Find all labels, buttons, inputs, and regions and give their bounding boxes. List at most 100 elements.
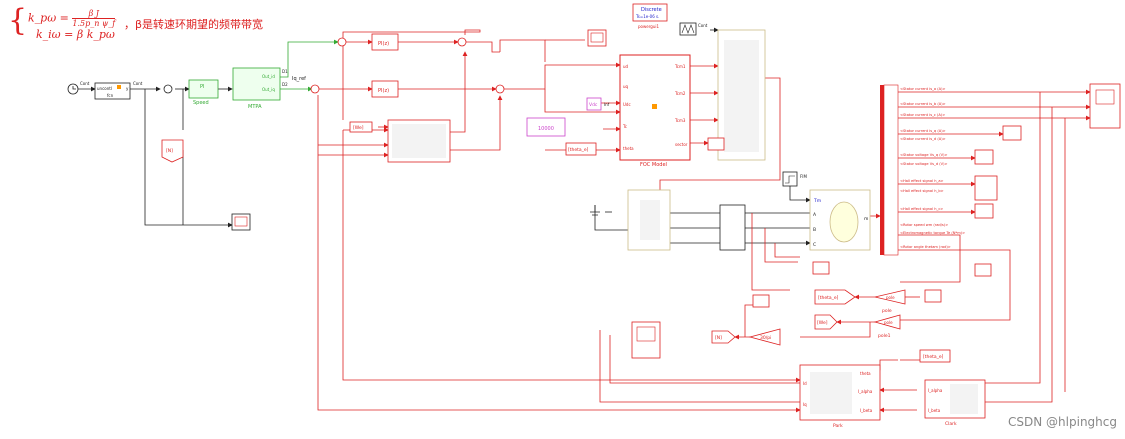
park-block[interactable]: theta I_alpha I_beta Id Iq Park	[799, 364, 881, 429]
park-port-ialpha: I_alpha	[858, 389, 873, 394]
eq1-numerator: β J	[72, 9, 116, 19]
cont-label-2: Cont	[698, 23, 708, 28]
foc-port-tc: Tc	[622, 124, 627, 129]
motor-port-c: C	[813, 242, 816, 248]
tm-step-block[interactable]: FIM	[782, 171, 807, 187]
bus-label-5: <Stator voltage Vs_q (V)>	[900, 153, 948, 157]
mtpa-d1-label: D1	[282, 69, 288, 74]
motor-port-b: B	[813, 227, 816, 233]
inverter-block[interactable]	[627, 189, 671, 251]
speed-pi-content: PI	[200, 84, 205, 90]
source-block[interactable]: Cont	[67, 81, 90, 95]
speed-caption: Speed	[193, 100, 209, 106]
eq1-fraction: β J 1.5p_n ψ_f	[72, 9, 116, 28]
scope-1[interactable]	[587, 29, 607, 47]
foc-port-sector: sector	[675, 142, 688, 147]
comparator-block[interactable]	[717, 29, 766, 161]
foc-port-udc: Udc	[623, 102, 631, 107]
scope-park[interactable]	[631, 321, 661, 359]
scope-speed[interactable]	[231, 213, 251, 231]
speed-pi-block[interactable]: PI Speed	[188, 79, 219, 106]
powergui-line2: Ts=1e-06 s.	[635, 14, 659, 19]
pole-gain-caption: pole	[882, 308, 892, 314]
decoupling-block[interactable]	[387, 119, 451, 163]
pi-q-block[interactable]: PI(z)	[371, 80, 399, 98]
sum-d2[interactable]	[457, 37, 467, 47]
rpm-gain-block[interactable]: 30/pi	[748, 328, 781, 346]
bus-selector[interactable]	[880, 84, 899, 256]
park-port-ibeta: I_beta	[860, 408, 873, 413]
clark-block[interactable]: I_alpha I_beta Clark	[924, 379, 986, 427]
inf-label: Inf	[604, 102, 610, 107]
fcn-block[interactable]: uncontl fcn y	[94, 82, 131, 100]
mtpa-block[interactable]: Out_id Out_iq MTPA	[232, 67, 281, 110]
const-10000-content: 10000	[538, 126, 554, 132]
bus-label-4: <Stator current is_d (A)>	[900, 137, 946, 141]
goto-we-block[interactable]: [We]	[349, 121, 373, 133]
from-n-block[interactable]: [N]	[711, 330, 736, 344]
pole1-gain-content: pole	[884, 320, 893, 325]
formula: { k_pω = β J 1.5p_n ψ_f k_iω = β k_pω ，β…	[4, 4, 334, 42]
powergui-block[interactable]: Discrete Ts=1e-06 s. powergui1	[632, 3, 668, 29]
scope-torque[interactable]	[974, 263, 992, 277]
pole-gain-block[interactable]: pole pole	[874, 289, 906, 314]
const-10000-block[interactable]: 10000	[526, 117, 566, 137]
scope-vs[interactable]	[974, 149, 994, 165]
scope-inverter[interactable]	[812, 261, 830, 275]
bus-label-3: <Stator current is_q (A)>	[900, 129, 946, 133]
vdc-content: Vdc	[589, 102, 598, 108]
bus-label-2: <Stator current is_c (A)>	[900, 113, 945, 117]
from-we-block[interactable]: [We]	[814, 314, 838, 330]
dc-source[interactable]	[590, 205, 600, 216]
scope-iq[interactable]	[1002, 125, 1022, 141]
park-port-id: Id	[803, 381, 807, 386]
scope-speed2[interactable]	[974, 203, 994, 219]
bus-labels: <Stator current is_a (A)> <Stator current…	[900, 87, 965, 249]
bus-label-12: <Rotor angle thetam (rad)>	[900, 245, 951, 249]
bus-label-7: <Hall effect signal h_a>	[900, 179, 944, 183]
pole1-gain-block[interactable]: pole pole1	[873, 314, 901, 339]
pi-d-content: PI(z)	[378, 41, 389, 47]
pole-gain-content: pole	[886, 295, 895, 300]
scope-rpm[interactable]	[752, 294, 770, 308]
from-we-content: [We]	[817, 320, 828, 326]
from-theta-e-block[interactable]: [theta_e]	[565, 142, 597, 156]
motor-port-m: m	[864, 217, 868, 222]
scope-sector[interactable]	[707, 137, 725, 151]
measure-block[interactable]	[719, 204, 746, 251]
formula-eq1: k_pω = β J 1.5p_n ψ_f	[28, 9, 116, 28]
scope-pole[interactable]	[924, 289, 942, 303]
motor-port-a: A	[813, 212, 817, 218]
sum-q[interactable]	[310, 84, 320, 94]
sum-q2[interactable]	[495, 84, 505, 94]
bus-label-10: <Rotor speed wm (rad/s)>	[900, 223, 948, 227]
vdc-block[interactable]: Vdc	[586, 97, 602, 111]
scope-hall[interactable]	[974, 175, 998, 201]
goto-theta-e-content: [theta_e]	[818, 295, 839, 301]
pi-q-content: PI(z)	[378, 88, 389, 94]
bus-label-1: <Stator current is_b (A)>	[900, 102, 946, 106]
clark-port-ibeta: I_beta	[928, 408, 941, 413]
source-label: Cont	[80, 81, 90, 86]
n-goto-block[interactable]: [N]	[161, 139, 184, 163]
fcn-output-label: y	[126, 86, 129, 91]
goto-theta-e-block[interactable]: [theta_e]	[814, 289, 856, 305]
formula-eq2: k_iω = β k_pω	[36, 28, 115, 41]
sum-d[interactable]	[337, 37, 347, 47]
from-theta-e2-block[interactable]: [theta_e]	[919, 349, 951, 363]
pi-d-block[interactable]: PI(z)	[371, 33, 399, 51]
scope-ia[interactable]	[1089, 83, 1121, 129]
sum-speed[interactable]	[163, 84, 173, 94]
pole1-gain-caption: pole1	[878, 333, 891, 339]
motor-block[interactable]: Tm A B C m	[809, 189, 871, 251]
carrier-block[interactable]	[679, 22, 697, 36]
foc-block[interactable]: ud uq Udc Tc theta Tcm1 Tcm2 Tcm3 sector…	[619, 54, 691, 168]
cont-label-1: Cont	[133, 81, 143, 86]
formula-note: ，β是转速环期望的频带带宽	[124, 18, 264, 31]
bus-label-0: <Stator current is_a (A)>	[900, 87, 946, 91]
rpm-gain-content: 30/pi	[760, 335, 771, 341]
foc-port-tcm1: Tcm1	[674, 64, 686, 69]
bus-label-11: <Electromagnetic torque Te (N*m)>	[900, 231, 965, 235]
bus-label-9: <Hall effect signal h_c>	[900, 207, 943, 211]
